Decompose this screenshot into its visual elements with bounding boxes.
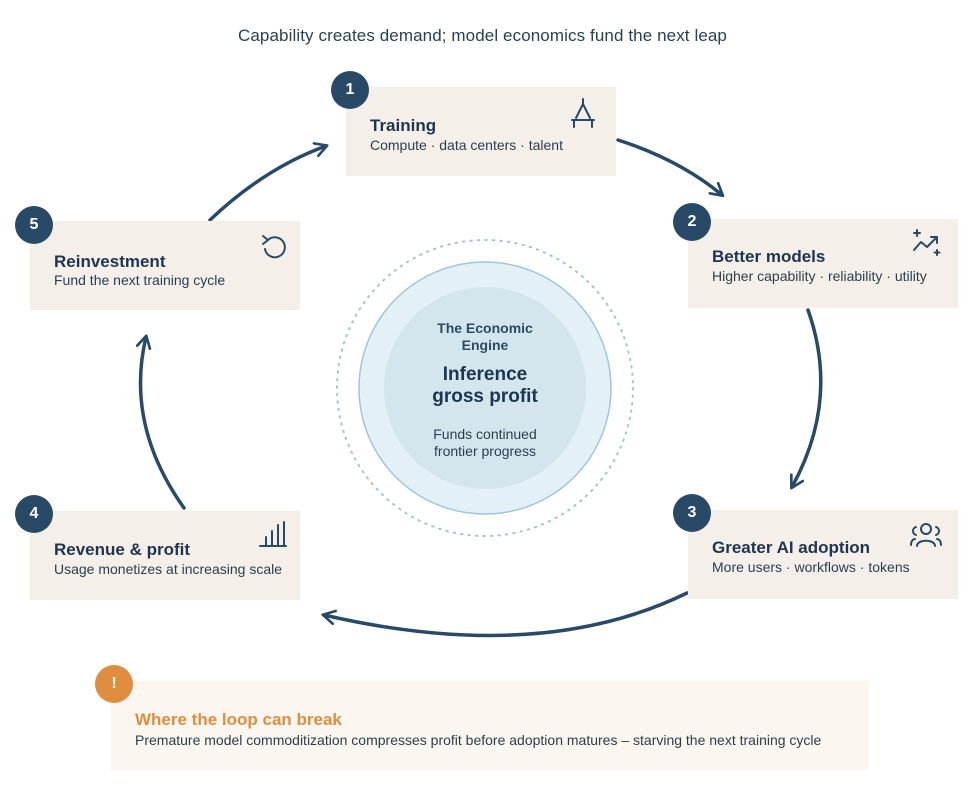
arrow-training-to-models <box>616 138 725 198</box>
step-badge-3: 3 <box>673 494 711 532</box>
step-badge-4: 4 <box>15 495 53 533</box>
step-card-adoption: Greater AI adoption More users · workflo… <box>688 510 958 599</box>
arrow-revenue-to-reinvestment <box>135 334 186 510</box>
warning-desc: Premature model commoditization compress… <box>135 732 822 748</box>
step-title: Revenue & profit <box>54 540 191 559</box>
diagram-subtitle: Capability creates demand; model economi… <box>238 26 727 45</box>
step-title: Greater AI adoption <box>712 538 871 557</box>
engine-dotted-ring <box>336 239 634 537</box>
step-card-reinvestment: Reinvestment Fund the next training cycl… <box>30 221 300 310</box>
warning-title: Where the loop can break <box>135 710 342 729</box>
step-badge-1: 1 <box>331 71 369 109</box>
step-desc: Fund the next training cycle <box>54 272 226 288</box>
warning-icon: ! <box>95 665 133 703</box>
step-desc: More users · workflows · tokens <box>712 559 910 575</box>
step-desc: Compute · data centers · talent <box>370 137 563 153</box>
step-badge-2: 2 <box>673 203 711 241</box>
engine-inner-circle <box>384 287 586 489</box>
step-title: Better models <box>712 247 826 266</box>
engine-title: Inference gross profit <box>432 364 538 407</box>
trend-up-sparkle-icon <box>913 229 941 256</box>
arrow-adoption-to-revenue <box>321 591 689 638</box>
step-badge-5: 5 <box>15 206 53 244</box>
engine-kicker: The Economic Engine <box>437 320 533 353</box>
step-title: Training <box>370 116 437 135</box>
step-desc: Usage monetizes at increasing scale <box>54 561 283 577</box>
engine-caption: Funds continued frontier progress <box>433 426 537 459</box>
crane-icon <box>571 98 595 128</box>
arrow-reinvestment-to-training <box>208 142 329 222</box>
step-card-training: Training Compute · data centers · talent <box>346 87 616 176</box>
users-icon <box>910 523 942 547</box>
arrow-models-to-adoption <box>790 308 823 490</box>
step-title: Reinvestment <box>54 252 166 271</box>
step-card-better-models: Better models Higher capability · reliab… <box>688 219 958 308</box>
step-card-revenue: Revenue & profit Usage monetizes at incr… <box>30 511 300 600</box>
warning-card <box>111 681 869 770</box>
step-desc: Higher capability · reliability · utilit… <box>712 268 927 284</box>
refresh-icon <box>262 235 286 259</box>
bar-chart-icon <box>259 521 287 547</box>
